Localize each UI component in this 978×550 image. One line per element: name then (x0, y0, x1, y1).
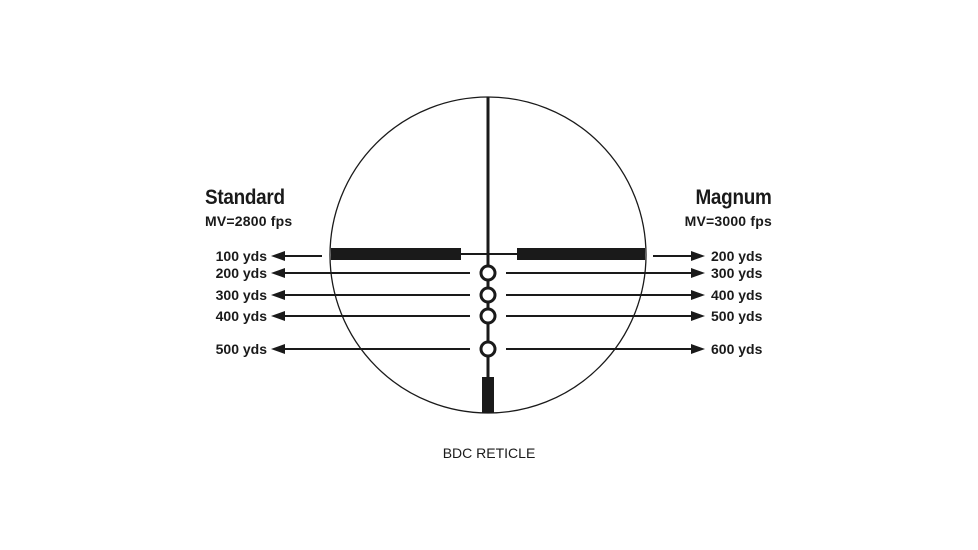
arrowhead-right-2 (691, 268, 705, 278)
right-range-label-3: 400 yds (711, 287, 763, 303)
arrowhead-left-3 (271, 290, 285, 300)
holdover-circle-3 (479, 307, 497, 325)
left-range-label-1: 100 yds (215, 248, 267, 264)
magnum-velocity: MV=3000 fps (684, 213, 772, 229)
right-thick-post (517, 248, 645, 260)
right-range-label-2: 300 yds (711, 265, 763, 281)
magnum-title: Magnum (695, 186, 772, 209)
arrowhead-right-1 (691, 251, 705, 261)
arrowhead-left-4 (271, 311, 285, 321)
standard-velocity: MV=2800 fps (205, 213, 293, 229)
arrowhead-right-3 (691, 290, 705, 300)
right-range-label-5: 600 yds (711, 341, 763, 357)
standard-title: Standard (205, 186, 285, 209)
arrowhead-left-2 (271, 268, 285, 278)
right-range-label-4: 500 yds (711, 308, 763, 324)
holdover-circle-4 (479, 340, 497, 358)
arrowhead-left-1 (271, 251, 285, 261)
left-thick-post (331, 248, 461, 260)
holdover-circle-2 (479, 286, 497, 304)
arrowhead-right-4 (691, 311, 705, 321)
lower-post (482, 377, 494, 413)
arrowhead-left-5 (271, 344, 285, 354)
left-range-label-5: 500 yds (215, 341, 267, 357)
left-range-label-2: 200 yds (215, 265, 267, 281)
diagram-caption: BDC RETICLE (442, 445, 536, 461)
left-range-label-4: 400 yds (215, 308, 267, 324)
holdover-circle-1 (479, 264, 497, 282)
left-range-label-3: 300 yds (215, 287, 267, 303)
right-range-label-1: 200 yds (711, 248, 763, 264)
arrowhead-right-5 (691, 344, 705, 354)
